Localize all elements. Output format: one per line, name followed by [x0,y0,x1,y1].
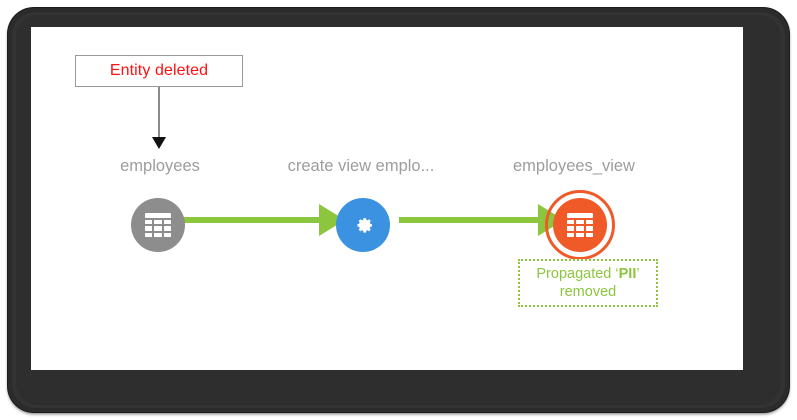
node-employees-view-circle[interactable] [553,198,607,252]
annotation-suffix: ’ [636,266,640,282]
node-process-circle[interactable] [336,198,390,252]
entity-deleted-label: Entity deleted [109,62,209,79]
table-icon [567,213,593,237]
annotation-line-1: Propagated ‘PII’ [536,265,639,283]
diagram-canvas: Entity deleted employees create view emp… [31,27,743,370]
callout-connector-line [158,87,160,139]
callout-arrow-icon [152,137,166,149]
entity-deleted-callout: Entity deleted [75,55,243,87]
table-icon [145,213,171,237]
annotation-prefix: Propagated ‘ [536,266,619,282]
node-labels-row: employees create view emplo... employees… [31,157,743,179]
node-label-create-view: create view emplo... [287,157,435,175]
node-highlight-ring [545,190,615,260]
node-label-employees-view: employees_view [513,157,635,175]
annotation-tag-name: PII [618,266,637,282]
propagated-pii-annotation: Propagated ‘PII’ removed [518,259,658,307]
node-label-employees: employees [120,157,200,175]
gear-icon [357,218,372,233]
node-employees-circle[interactable] [131,198,185,252]
edge-line-process-to-view [399,217,550,223]
edge-line-employees-to-process [172,217,331,223]
annotation-line-2: removed [559,284,617,300]
